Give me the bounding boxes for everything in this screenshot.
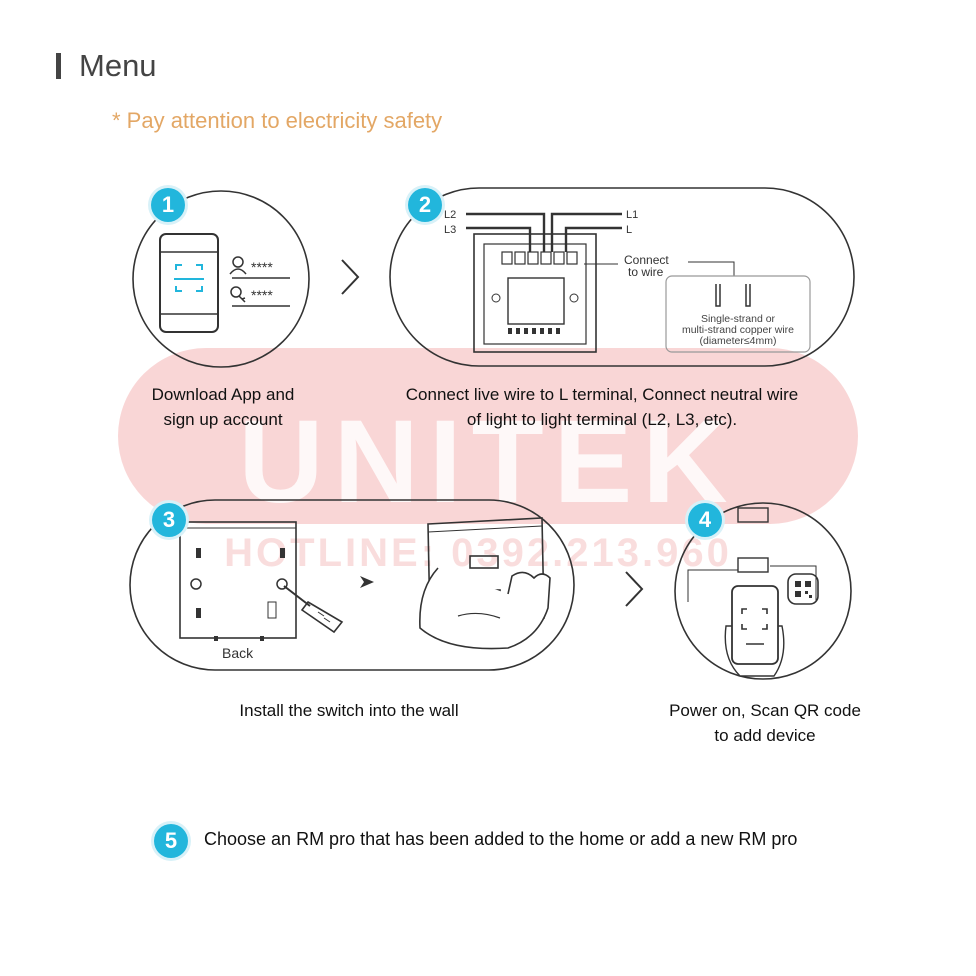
terminal-label-l: L <box>626 224 632 236</box>
phone-scan-icon <box>724 585 785 677</box>
back-label: Back <box>222 645 254 661</box>
wire-note-box <box>665 275 811 353</box>
step1-badge: 1 <box>151 188 185 222</box>
step2-caption: Connect live wire to L terminal, Connect… <box>368 382 836 432</box>
key-icon <box>230 286 246 303</box>
step5-badge: 5 <box>154 824 188 858</box>
step4-caption: Power on, Scan QR code to add device <box>640 698 890 748</box>
page-title: Menu <box>56 48 157 84</box>
step3-illustration: Back <box>129 499 575 671</box>
qr-code-icon <box>787 573 819 605</box>
step1-illustration: **** **** <box>132 190 310 368</box>
step4-illustration <box>674 502 852 680</box>
password-mask: **** <box>251 287 273 303</box>
wire-note-line3: (diameter≤4mm) <box>700 335 777 347</box>
step1-caption-line1: Download App and <box>151 385 295 404</box>
step5-caption: Choose an RM pro that has been added to … <box>204 829 798 849</box>
terminal-label-l3: L3 <box>444 224 456 236</box>
switch-body <box>473 233 597 353</box>
step2-badge: 2 <box>408 188 442 222</box>
step1-caption: Download App and sign up account <box>128 382 318 432</box>
title-bar-decoration <box>56 53 61 79</box>
step4-caption-line1: Power on, Scan QR code <box>669 701 861 720</box>
wire-note-line2: multi-strand copper wire <box>682 324 794 336</box>
wires <box>466 212 622 252</box>
terminal-block <box>501 251 578 265</box>
step2-illustration: L2 L3 L1 L Connect to wire Single-strand… <box>389 187 855 367</box>
step4-caption-line2: to add device <box>714 726 816 745</box>
step3-badge: 3 <box>152 503 186 537</box>
outlet-icon <box>737 507 769 523</box>
chevron-right-icon <box>341 259 360 295</box>
arrow-right-icon <box>360 576 374 588</box>
terminal-label-l1: L1 <box>626 209 638 221</box>
step1-caption-line2: sign up account <box>163 410 283 429</box>
to-wire-label: to wire <box>628 265 664 279</box>
safety-note: * Pay attention to electricity safety <box>112 108 443 133</box>
page-title-text: Menu <box>79 48 157 83</box>
step2-caption-line1: Connect live wire to L terminal, Connect… <box>405 385 799 404</box>
step4-badge: 4 <box>688 503 722 537</box>
watermark-brand: UNITEK <box>238 396 737 528</box>
chevron-right-icon-2 <box>625 571 644 607</box>
user-icon <box>229 256 247 275</box>
terminal-label-l2: L2 <box>444 209 456 221</box>
watermark-pill <box>118 348 858 524</box>
outlet-icon-2 <box>737 557 769 573</box>
hand-install-icon <box>419 517 551 650</box>
username-mask: **** <box>251 259 273 275</box>
screwdriver-icon <box>283 585 344 634</box>
wire-note-line1: Single-strand or <box>701 313 776 325</box>
connect-label: Connect <box>624 253 669 267</box>
step2-caption-line2: of light to light terminal (L2, L3, etc)… <box>466 410 738 429</box>
back-plate <box>179 521 297 639</box>
scan-frame-icon <box>174 264 204 292</box>
phone-icon <box>159 233 219 333</box>
step3-caption: Install the switch into the wall <box>239 701 459 720</box>
